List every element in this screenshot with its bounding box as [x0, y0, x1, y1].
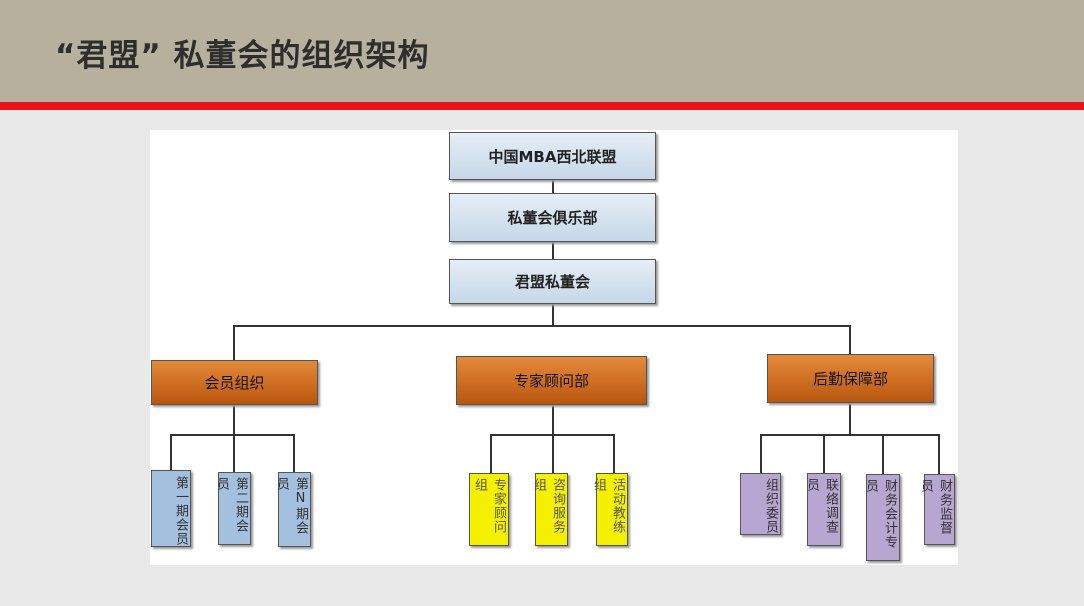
node-org-committee: 组织委员: [740, 473, 781, 535]
connector: [170, 434, 172, 470]
node-accountant: 财务会计专员: [863, 474, 900, 561]
node-logistics-dept: 后勤保障部: [767, 354, 934, 403]
node-club: 私董会俱乐部: [449, 193, 656, 242]
connector: [233, 405, 235, 435]
node-expert-group: 专家顾问组: [469, 473, 509, 546]
connector: [233, 325, 235, 361]
page-title: “君盟” 私董会的组织架构: [55, 38, 430, 74]
connector: [849, 325, 851, 355]
connector: [490, 434, 492, 473]
connector: [613, 434, 615, 473]
node-member-org: 会员组织: [151, 360, 318, 405]
node-coach-group: 活动教练组: [591, 473, 628, 546]
connector: [293, 434, 295, 472]
connector: [823, 434, 825, 473]
connector: [882, 434, 884, 474]
connector: [552, 434, 554, 473]
connector: [849, 403, 851, 435]
node-china-mba-alliance: 中国MBA西北联盟: [449, 132, 656, 180]
connector: [552, 405, 554, 435]
connector: [233, 434, 235, 472]
connector: [552, 180, 554, 326]
node-liaison: 联络调查员: [804, 473, 841, 546]
header-bar: [0, 0, 1084, 102]
node-consult-group: 咨询服务组: [531, 473, 568, 546]
connector: [938, 434, 940, 474]
node-member-n: 第N期会员: [274, 472, 311, 547]
red-divider: [0, 102, 1084, 110]
connector: [233, 325, 851, 327]
connector: [170, 434, 294, 436]
connector: [760, 434, 939, 436]
node-member-1: 第一期会员: [151, 470, 191, 547]
node-junmeng: 君盟私董会: [449, 259, 656, 304]
node-expert-dept: 专家顾问部: [456, 356, 647, 405]
node-finance-supervisor: 财务监督员: [918, 474, 955, 545]
node-member-2: 第二期会员: [214, 472, 251, 545]
connector: [760, 434, 762, 473]
